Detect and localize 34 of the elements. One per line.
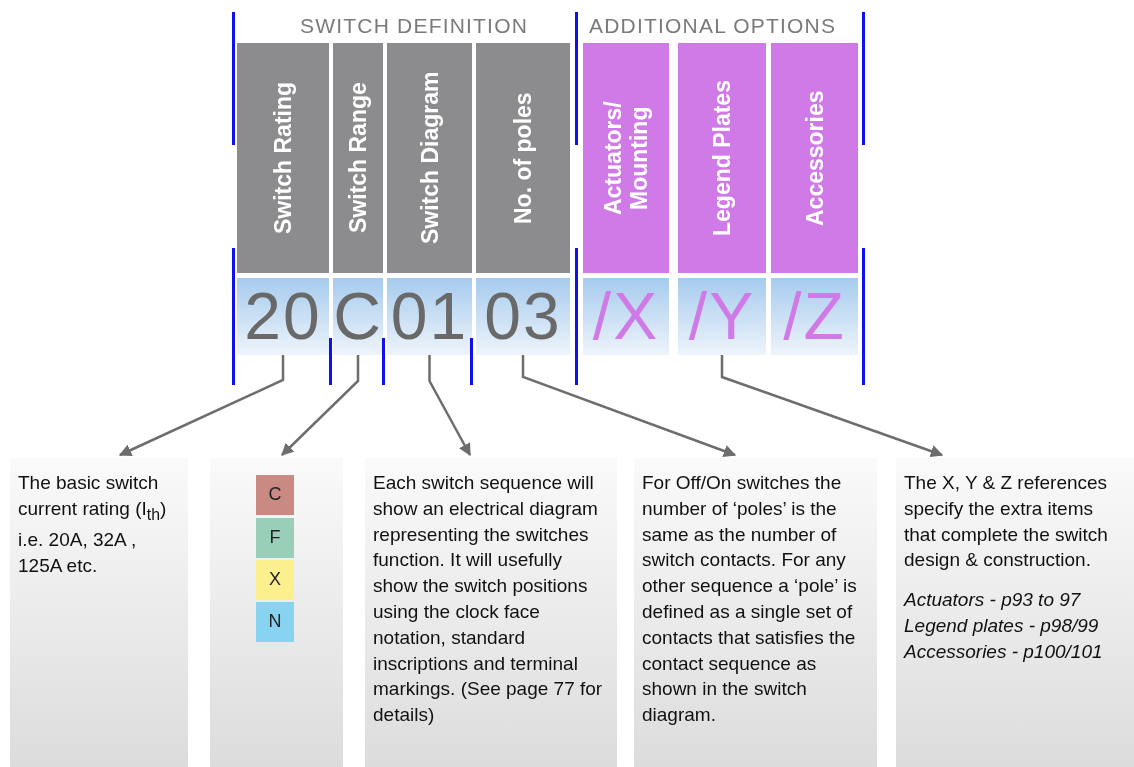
range-code-tile: F: [256, 518, 294, 558]
page-reference: Actuators - p93 to 97: [904, 588, 1082, 613]
leader-arrow: [428, 355, 472, 457]
description-panel: [210, 458, 343, 767]
leader-arrow: [118, 355, 285, 457]
page-reference: Legend plates - p98/99: [904, 614, 1100, 638]
category-header: Switch Rating: [237, 43, 329, 273]
description-text: The X, Y & Z references specify the extra items that complete the switch design & construction.: [904, 471, 1109, 573]
description-panel: The basic switch current rating (I$_{th}$) i.e. 20A, 32A , 125A etc.: [10, 458, 188, 767]
option-header: Accessories: [771, 43, 858, 273]
code-segment: 20: [237, 278, 329, 355]
page-reference: Accessories - p100/101: [904, 639, 1104, 664]
leader-arrow: [521, 355, 737, 457]
range-code-tile: C: [256, 475, 294, 515]
code-segment: /Y: [678, 278, 766, 355]
description-panel: For Off/On switches the number of ‘poles’ is the same as the number of switch contacts. For any other sequence a ‘pole’ is defined as a single set of contacts that satisfies the contact sequence as shown in the switch diagram.: [634, 458, 877, 767]
code-segment: /X: [583, 278, 669, 355]
description-panel: [896, 458, 1134, 767]
code-segment: C: [333, 278, 383, 355]
code-segment: 01: [387, 278, 472, 355]
option-header: Legend Plates: [678, 43, 766, 273]
range-code-tile: X: [256, 560, 294, 600]
range-code-tile: N: [256, 602, 294, 642]
code-segment: /Z: [771, 278, 858, 355]
group-heading: ADDITIONAL OPTIONS: [589, 14, 837, 38]
category-header: Switch Diagram: [387, 43, 472, 273]
leader-arrow: [720, 355, 944, 458]
leader-arrow: [281, 355, 360, 456]
category-header: No. of poles: [476, 43, 570, 273]
group-heading: SWITCH DEFINITION: [300, 14, 529, 38]
description-panel: Each switch sequence will show an electrical diagram representing the switches function. It will usefully show the switch positions using the clock face notation, standard inscriptions and terminal markings. (See page 77 for details): [365, 458, 617, 767]
category-header: Switch Range: [333, 43, 383, 273]
option-header: Actuators/ Mounting: [583, 43, 669, 273]
code-segment: 03: [476, 278, 570, 355]
